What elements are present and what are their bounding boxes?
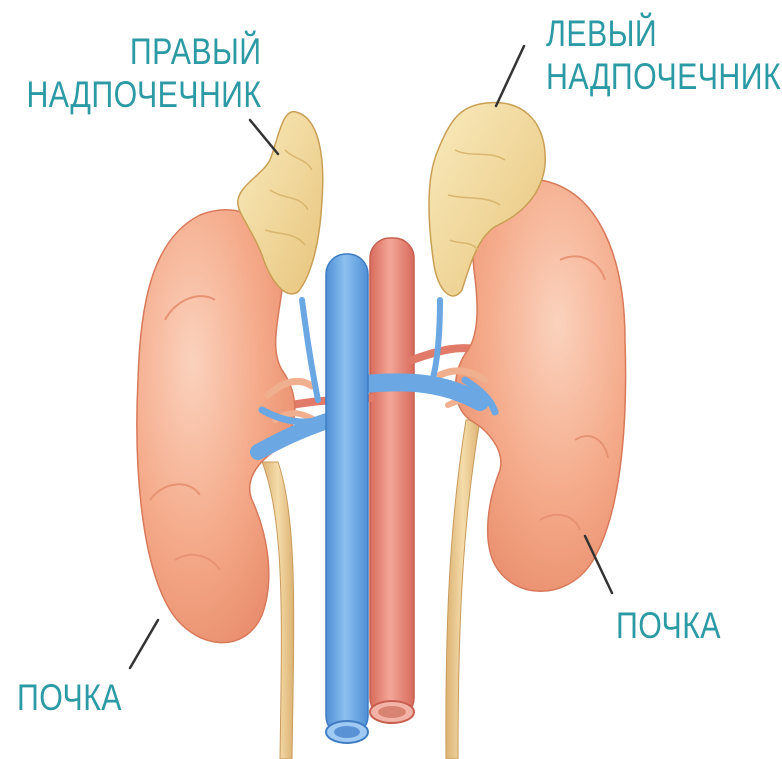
leader-left-adrenal — [496, 46, 524, 106]
leader-right-adrenal — [250, 120, 278, 154]
left-kidney-label: ПОЧКА — [616, 604, 721, 647]
left-adrenal-label-line2: НАДПОЧЕЧНИК — [546, 55, 781, 98]
left-adrenal-label: ЛЕВЫЙ НАДПОЧЕЧНИК — [546, 12, 781, 98]
left-adrenal-label-line1: ЛЕВЫЙ — [546, 12, 781, 55]
leader-right-kidney — [130, 620, 158, 668]
right-adrenal-label: ПРАВЫЙ НАДПОЧЕЧНИК — [106, 30, 261, 116]
right-adrenal-label-line1: ПРАВЫЙ — [106, 30, 261, 73]
left-ureter — [446, 420, 480, 759]
right-kidney-label: ПОЧКА — [17, 676, 122, 719]
right-ureter — [262, 462, 294, 759]
right-adrenal-label-line2: НАДПОЧЕЧНИК — [26, 73, 261, 116]
